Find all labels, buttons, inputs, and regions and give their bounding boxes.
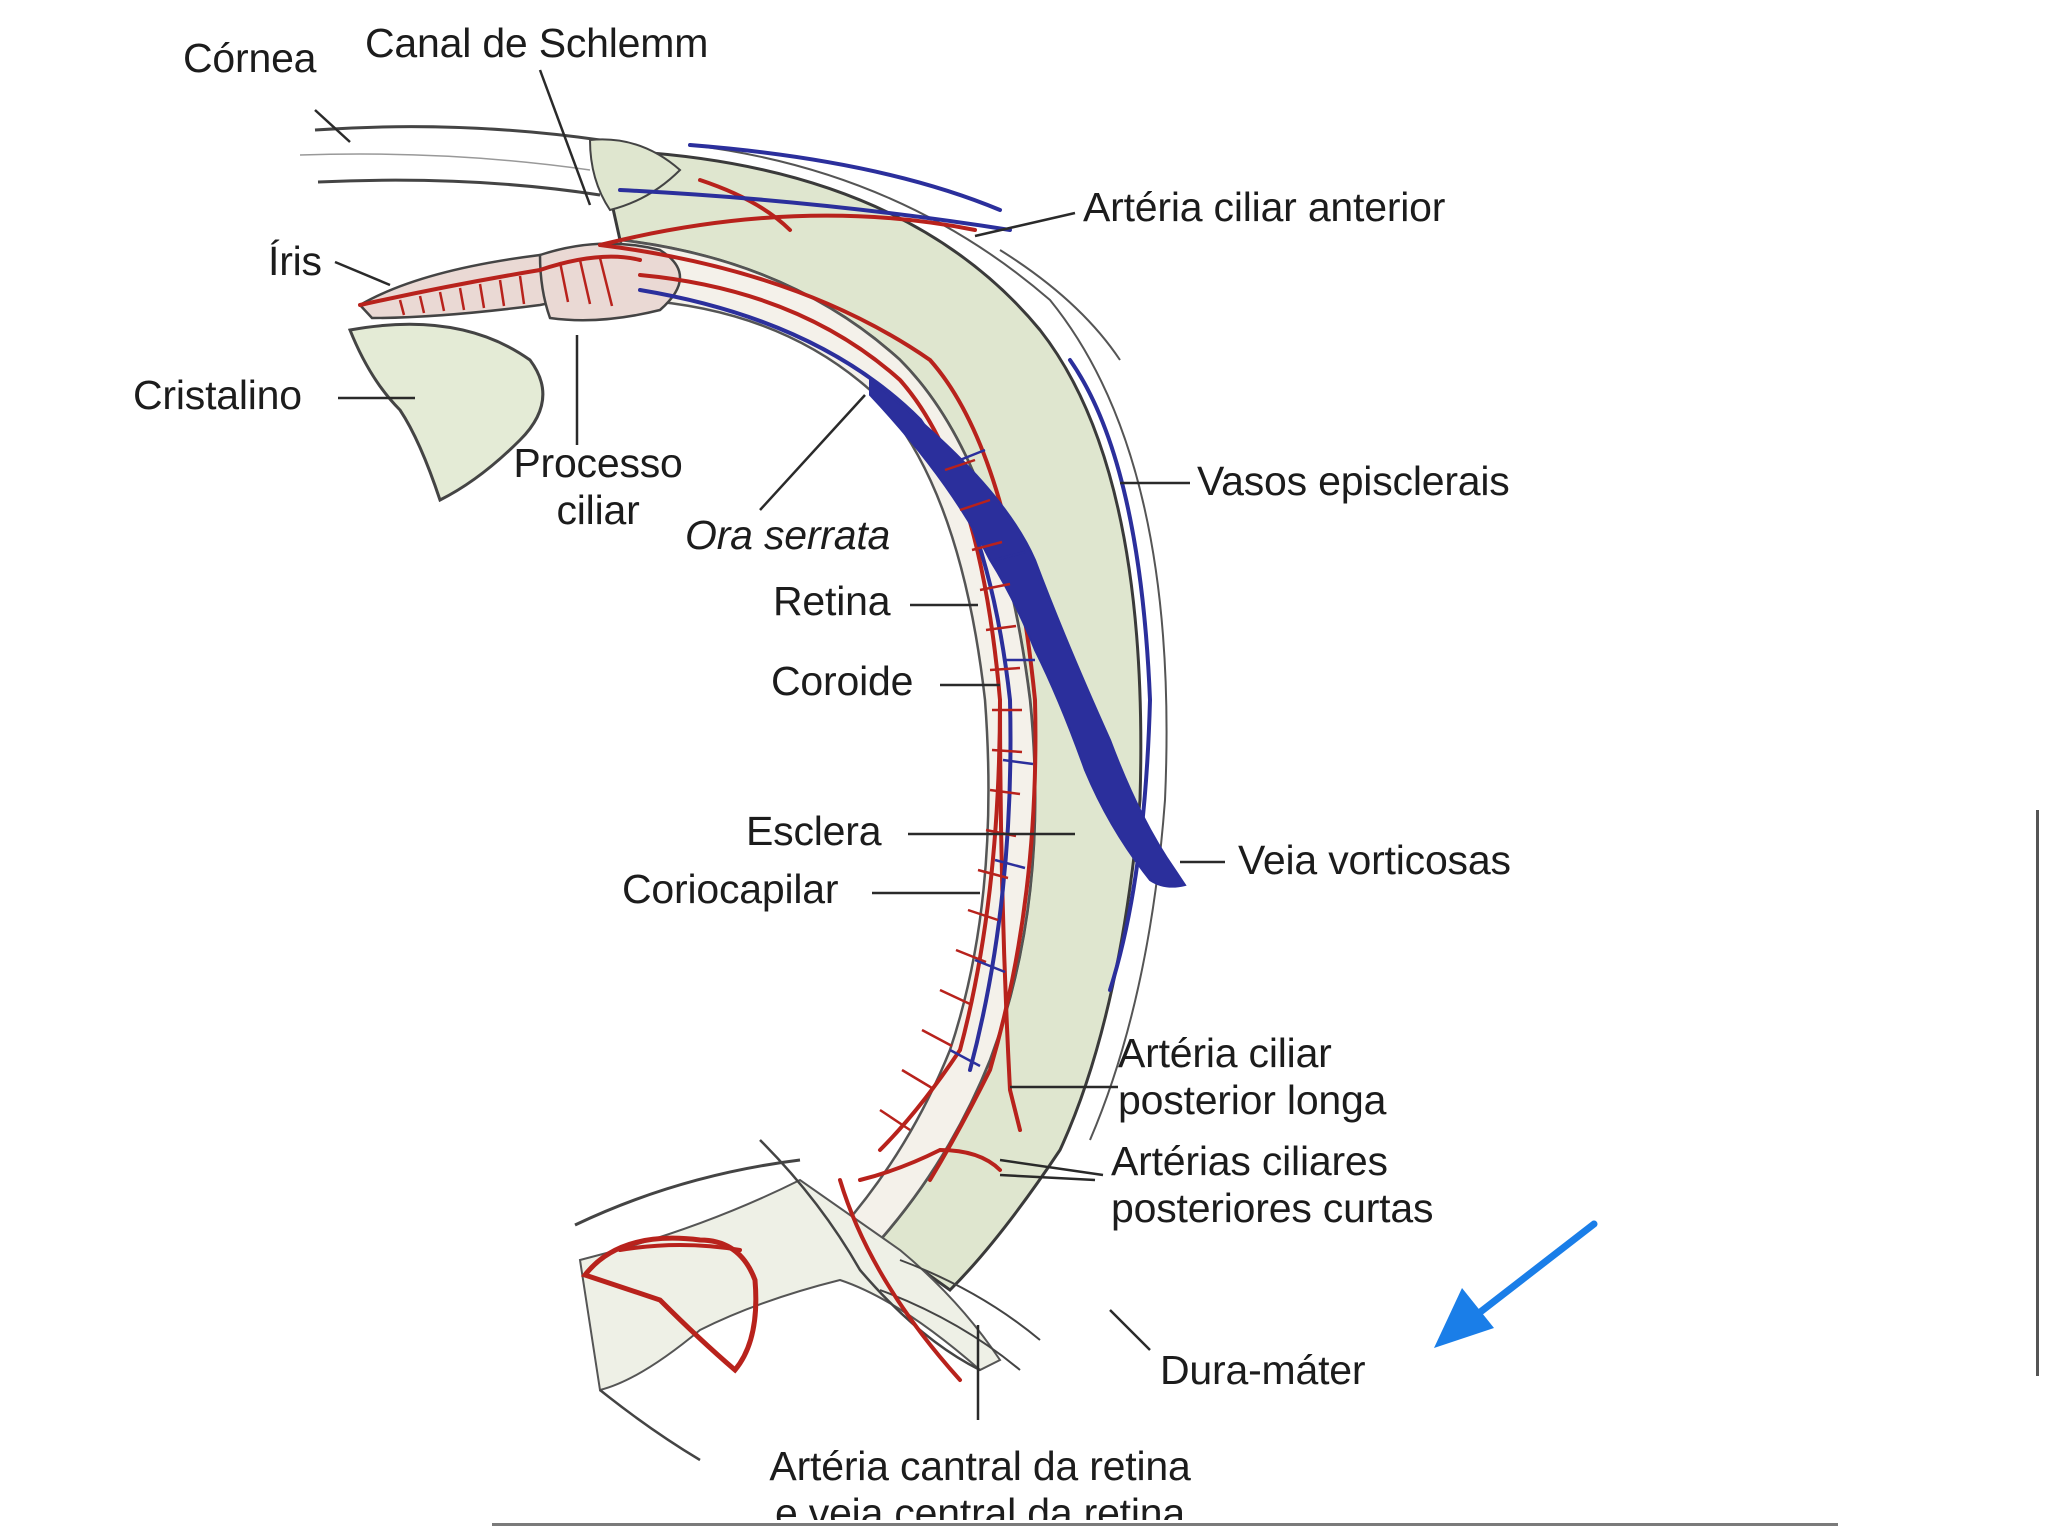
vortex-vein [869, 377, 1187, 888]
label-arteria-ciliar-anterior: Artéria ciliar anterior [1083, 184, 1446, 230]
label-processo-ciliar-line1: Processo [513, 440, 683, 486]
arrow-pointer-icon [1434, 1220, 1598, 1348]
label-coroide: Coroide [771, 658, 914, 704]
label-arterias-ciliares-posteriores-curtas: Artérias ciliares posteriores curtas [1111, 1138, 1433, 1232]
label-dura-mater: Dura-máter [1160, 1347, 1366, 1393]
label-arteria-ciliar-posterior-longa: Artéria ciliar posterior longa [1118, 1030, 1386, 1124]
label-processo-ciliar-line2: ciliar [556, 487, 640, 534]
lens-shape [347, 322, 545, 503]
leader-lines [314, 69, 1225, 1420]
episcleral-outline [689, 144, 1168, 1141]
label-arteria-central-retina: Artéria cantral da retina e veia central… [720, 1443, 1240, 1520]
label-vasos-episclerais: Vasos episclerais [1197, 458, 1510, 504]
label-coriocapilar: Coriocapilar [622, 866, 839, 912]
label-veia-vorticosas: Veia vorticosas [1238, 837, 1511, 883]
label-cornea: Córnea [183, 35, 317, 81]
label-processo-ciliar: Processo ciliar [502, 440, 694, 534]
arteries [358, 178, 1038, 1382]
label-esclera: Esclera [746, 808, 882, 854]
label-arterias-ciliares-posteriores-curtas-line1: Artérias ciliares [1111, 1138, 1388, 1184]
label-arteria-central-retina-line1: Artéria cantral da retina [769, 1443, 1191, 1489]
bottom-divider [492, 1523, 1838, 1526]
choroidal-hatching [879, 458, 1023, 1132]
label-retina: Retina [773, 578, 891, 624]
vertical-scrollbar[interactable] [2036, 810, 2039, 1376]
label-arterias-ciliares-posteriores-curtas-line2: posteriores curtas [1111, 1185, 1434, 1232]
label-arteria-ciliar-posterior-longa-line1: Artéria ciliar [1118, 1030, 1332, 1076]
posterior-arterial-loop [580, 1235, 759, 1374]
iris-vessels [398, 257, 614, 316]
label-cristalino: Cristalino [133, 372, 302, 418]
label-canal-de-schlemm: Canal de Schlemm [365, 20, 709, 66]
label-ora-serrata: Ora serrata [685, 512, 891, 558]
label-arteria-central-retina-line2: e veia central da retina [774, 1490, 1185, 1521]
label-iris: Íris [268, 238, 322, 284]
label-arteria-ciliar-posterior-longa-line2: posterior longa [1118, 1077, 1387, 1124]
optic-nerve-region [578, 1178, 1002, 1392]
sclera-band [598, 148, 1143, 1292]
veins [618, 143, 1153, 1072]
